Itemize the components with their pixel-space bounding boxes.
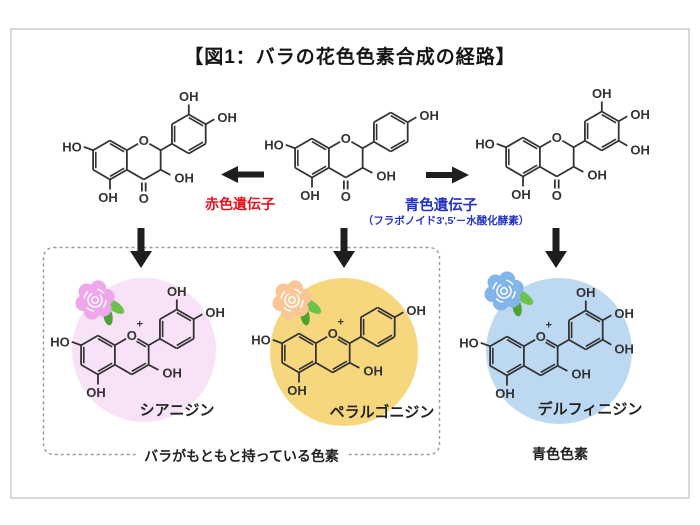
svg-text:OH: OH	[376, 168, 396, 183]
svg-text:O: O	[552, 130, 562, 145]
pelargonidin-rose-icon	[272, 280, 322, 326]
svg-text:OH: OH	[592, 86, 612, 101]
original-pigments-label: バラがもともと持っている色素	[43, 446, 440, 466]
svg-text:OH: OH	[174, 170, 194, 185]
svg-text:OH: OH	[571, 366, 591, 381]
precursor-right: O O OH HO OH OH OH OH	[475, 86, 650, 203]
svg-text:O: O	[341, 189, 351, 204]
pelargonidin-name-label: ペラルゴニジン	[329, 404, 435, 421]
precursor-left: O O OH HO OH OH OH	[62, 89, 237, 206]
svg-text:OH: OH	[162, 365, 182, 380]
svg-text:OH: OH	[495, 386, 515, 401]
svg-text:OH: OH	[419, 108, 439, 123]
svg-text:OH: OH	[205, 305, 225, 320]
svg-text:OH: OH	[614, 341, 634, 356]
svg-text:O: O	[328, 326, 338, 341]
original-pigments-text: バラがもともと持っている色素	[136, 448, 347, 464]
svg-text:OH: OH	[167, 284, 187, 299]
svg-text:O: O	[139, 133, 149, 148]
delphinidin-structure: O+ OH HO OH OH OH OH	[459, 285, 634, 401]
precursor-center: O O OH HO OH OH	[264, 108, 439, 204]
svg-text:OH: OH	[98, 190, 118, 205]
svg-text:OH: OH	[511, 187, 531, 202]
figure-title: 【図1：バラの花色色素合成の経路】	[184, 47, 516, 68]
down-arrow	[333, 228, 355, 268]
blue-gene-sublabel: （フラボノイド3',5'－水酸化酵素）	[362, 215, 530, 227]
down-arrow	[130, 228, 152, 268]
svg-text:OH: OH	[86, 385, 106, 400]
svg-text:OH: OH	[576, 285, 596, 300]
svg-text:O: O	[341, 131, 351, 146]
delphinidin-circle	[486, 278, 632, 424]
cyanidin-name-label: シアニジン	[139, 402, 215, 419]
svg-text:OH: OH	[614, 306, 634, 321]
svg-text:HO: HO	[251, 332, 271, 347]
svg-text:OH: OH	[630, 142, 650, 157]
blue-gene-label: 青色遺伝子	[404, 198, 478, 214]
svg-text:+: +	[137, 319, 143, 331]
svg-text:OH: OH	[217, 110, 237, 125]
svg-text:HO: HO	[62, 139, 82, 154]
svg-text:OH: OH	[287, 383, 307, 398]
svg-text:O: O	[127, 328, 137, 343]
delphinidin-name-label: デルフィニジン	[537, 401, 643, 418]
pelargonidin-structure: O+ OH HO OH OH	[251, 303, 426, 398]
svg-text:O: O	[536, 329, 546, 344]
svg-text:OH: OH	[406, 303, 426, 318]
svg-text:O: O	[552, 188, 562, 203]
svg-text:OH: OH	[300, 188, 320, 203]
svg-text:OH: OH	[363, 363, 383, 378]
red-gene-arrow	[221, 166, 264, 183]
svg-text:HO: HO	[264, 137, 284, 152]
down-arrow	[545, 228, 567, 268]
svg-text:OH: OH	[630, 107, 650, 122]
svg-text:OH: OH	[587, 167, 607, 182]
red-gene-label: 赤色遺伝子	[205, 196, 275, 212]
svg-text:+: +	[338, 317, 344, 329]
cyanidin-structure: O+ OH HO OH OH OH	[50, 284, 225, 400]
svg-text:+: +	[546, 320, 552, 332]
svg-text:HO: HO	[475, 136, 495, 151]
delphinidin-rose-icon	[484, 271, 534, 317]
blue-pigment-label: 青色色素	[532, 446, 588, 462]
svg-text:OH: OH	[179, 89, 199, 104]
svg-text:HO: HO	[459, 335, 479, 350]
blue-gene-arrow	[426, 166, 469, 184]
cyanidin-rose-icon	[75, 280, 125, 326]
svg-text:HO: HO	[50, 334, 70, 349]
svg-text:O: O	[139, 191, 149, 206]
